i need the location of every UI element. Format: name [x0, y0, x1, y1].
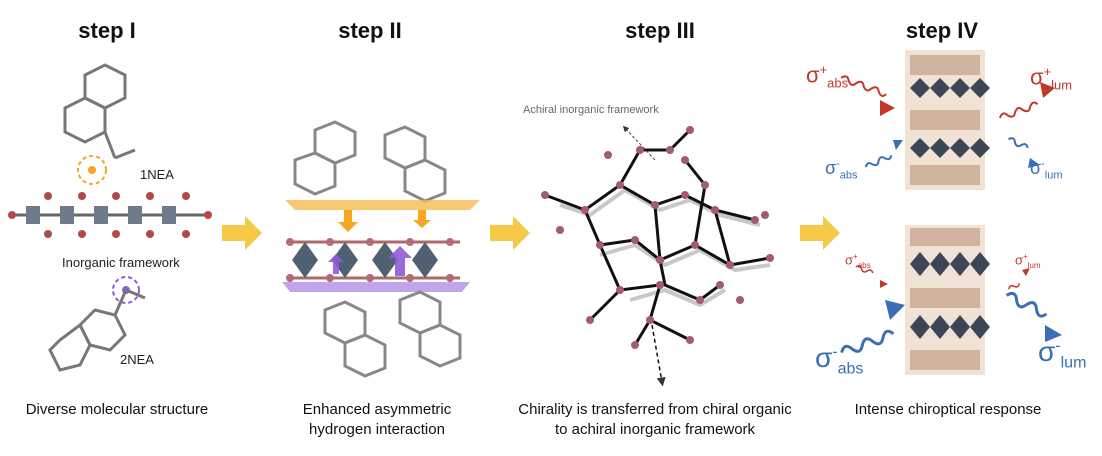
sigma-abs-minus-top: σ-abs	[825, 158, 858, 182]
sigma-lum-plus-bottom: σ+lum	[1015, 252, 1041, 270]
sigma-abs-minus-bottom: σ-abs	[815, 342, 864, 378]
step-2-inorganic-layer	[286, 238, 460, 282]
step-1-title: step I	[78, 18, 136, 43]
sigma-abs-plus-bottom: σ+abs	[845, 252, 871, 270]
step-2-molecules-bottom	[323, 290, 462, 378]
step-2-caption: Enhanced asymmetric hydrogen interaction	[302, 401, 452, 438]
step-3-framework	[541, 125, 774, 387]
sigma-lum-minus-top: σ-lum	[1030, 158, 1063, 182]
label-2nea: 2NEA	[120, 352, 154, 367]
orange-highlight-circle	[77, 155, 107, 185]
purple-highlight-circle	[112, 276, 140, 304]
sigma-abs-plus-top: σ+abs	[806, 62, 849, 91]
purple-plane	[282, 282, 470, 292]
label-achiral-framework: Achiral inorganic framework	[523, 104, 659, 116]
wave-abs-minus-bottom	[840, 300, 905, 354]
step-4-crystal-top	[905, 50, 990, 190]
wave-lum-minus-top	[1008, 137, 1040, 168]
step-2-molecules-top	[293, 120, 447, 203]
wave-abs-plus-top	[840, 75, 895, 116]
orange-plane	[285, 200, 480, 210]
wave-lum-plus-top	[998, 82, 1055, 119]
step-4-title: step IV	[905, 18, 979, 43]
step-arrow-1	[222, 216, 262, 250]
wave-abs-plus-bottom	[855, 265, 888, 288]
sigma-lum-plus-top: σ+lum	[1030, 64, 1073, 93]
wave-lum-minus-bottom	[1005, 291, 1062, 342]
step-1-molecule-top	[63, 63, 136, 160]
step-4-caption: Intense chiroptical response	[854, 401, 1042, 418]
step-2-title: step II	[338, 18, 402, 43]
step-3-title: step III	[625, 18, 695, 43]
wave-lum-plus-bottom	[1008, 268, 1030, 290]
step-1-caption: Diverse molecular structure	[25, 401, 209, 418]
wave-abs-minus-top	[864, 140, 903, 168]
sigma-lum-minus-bottom: σ-lum	[1038, 336, 1087, 372]
label-1nea: 1NEA	[140, 167, 174, 182]
step-3-caption: Chirality is transferred from chiral org…	[518, 401, 792, 438]
step-1-inorganic-chain	[8, 192, 212, 238]
step-1-molecule-bottom	[48, 288, 146, 372]
step-4-crystal-bottom	[905, 225, 990, 375]
step-arrow-2	[490, 216, 530, 250]
step-arrow-3	[800, 216, 840, 250]
label-inorganic-framework: Inorganic framework	[62, 255, 180, 270]
